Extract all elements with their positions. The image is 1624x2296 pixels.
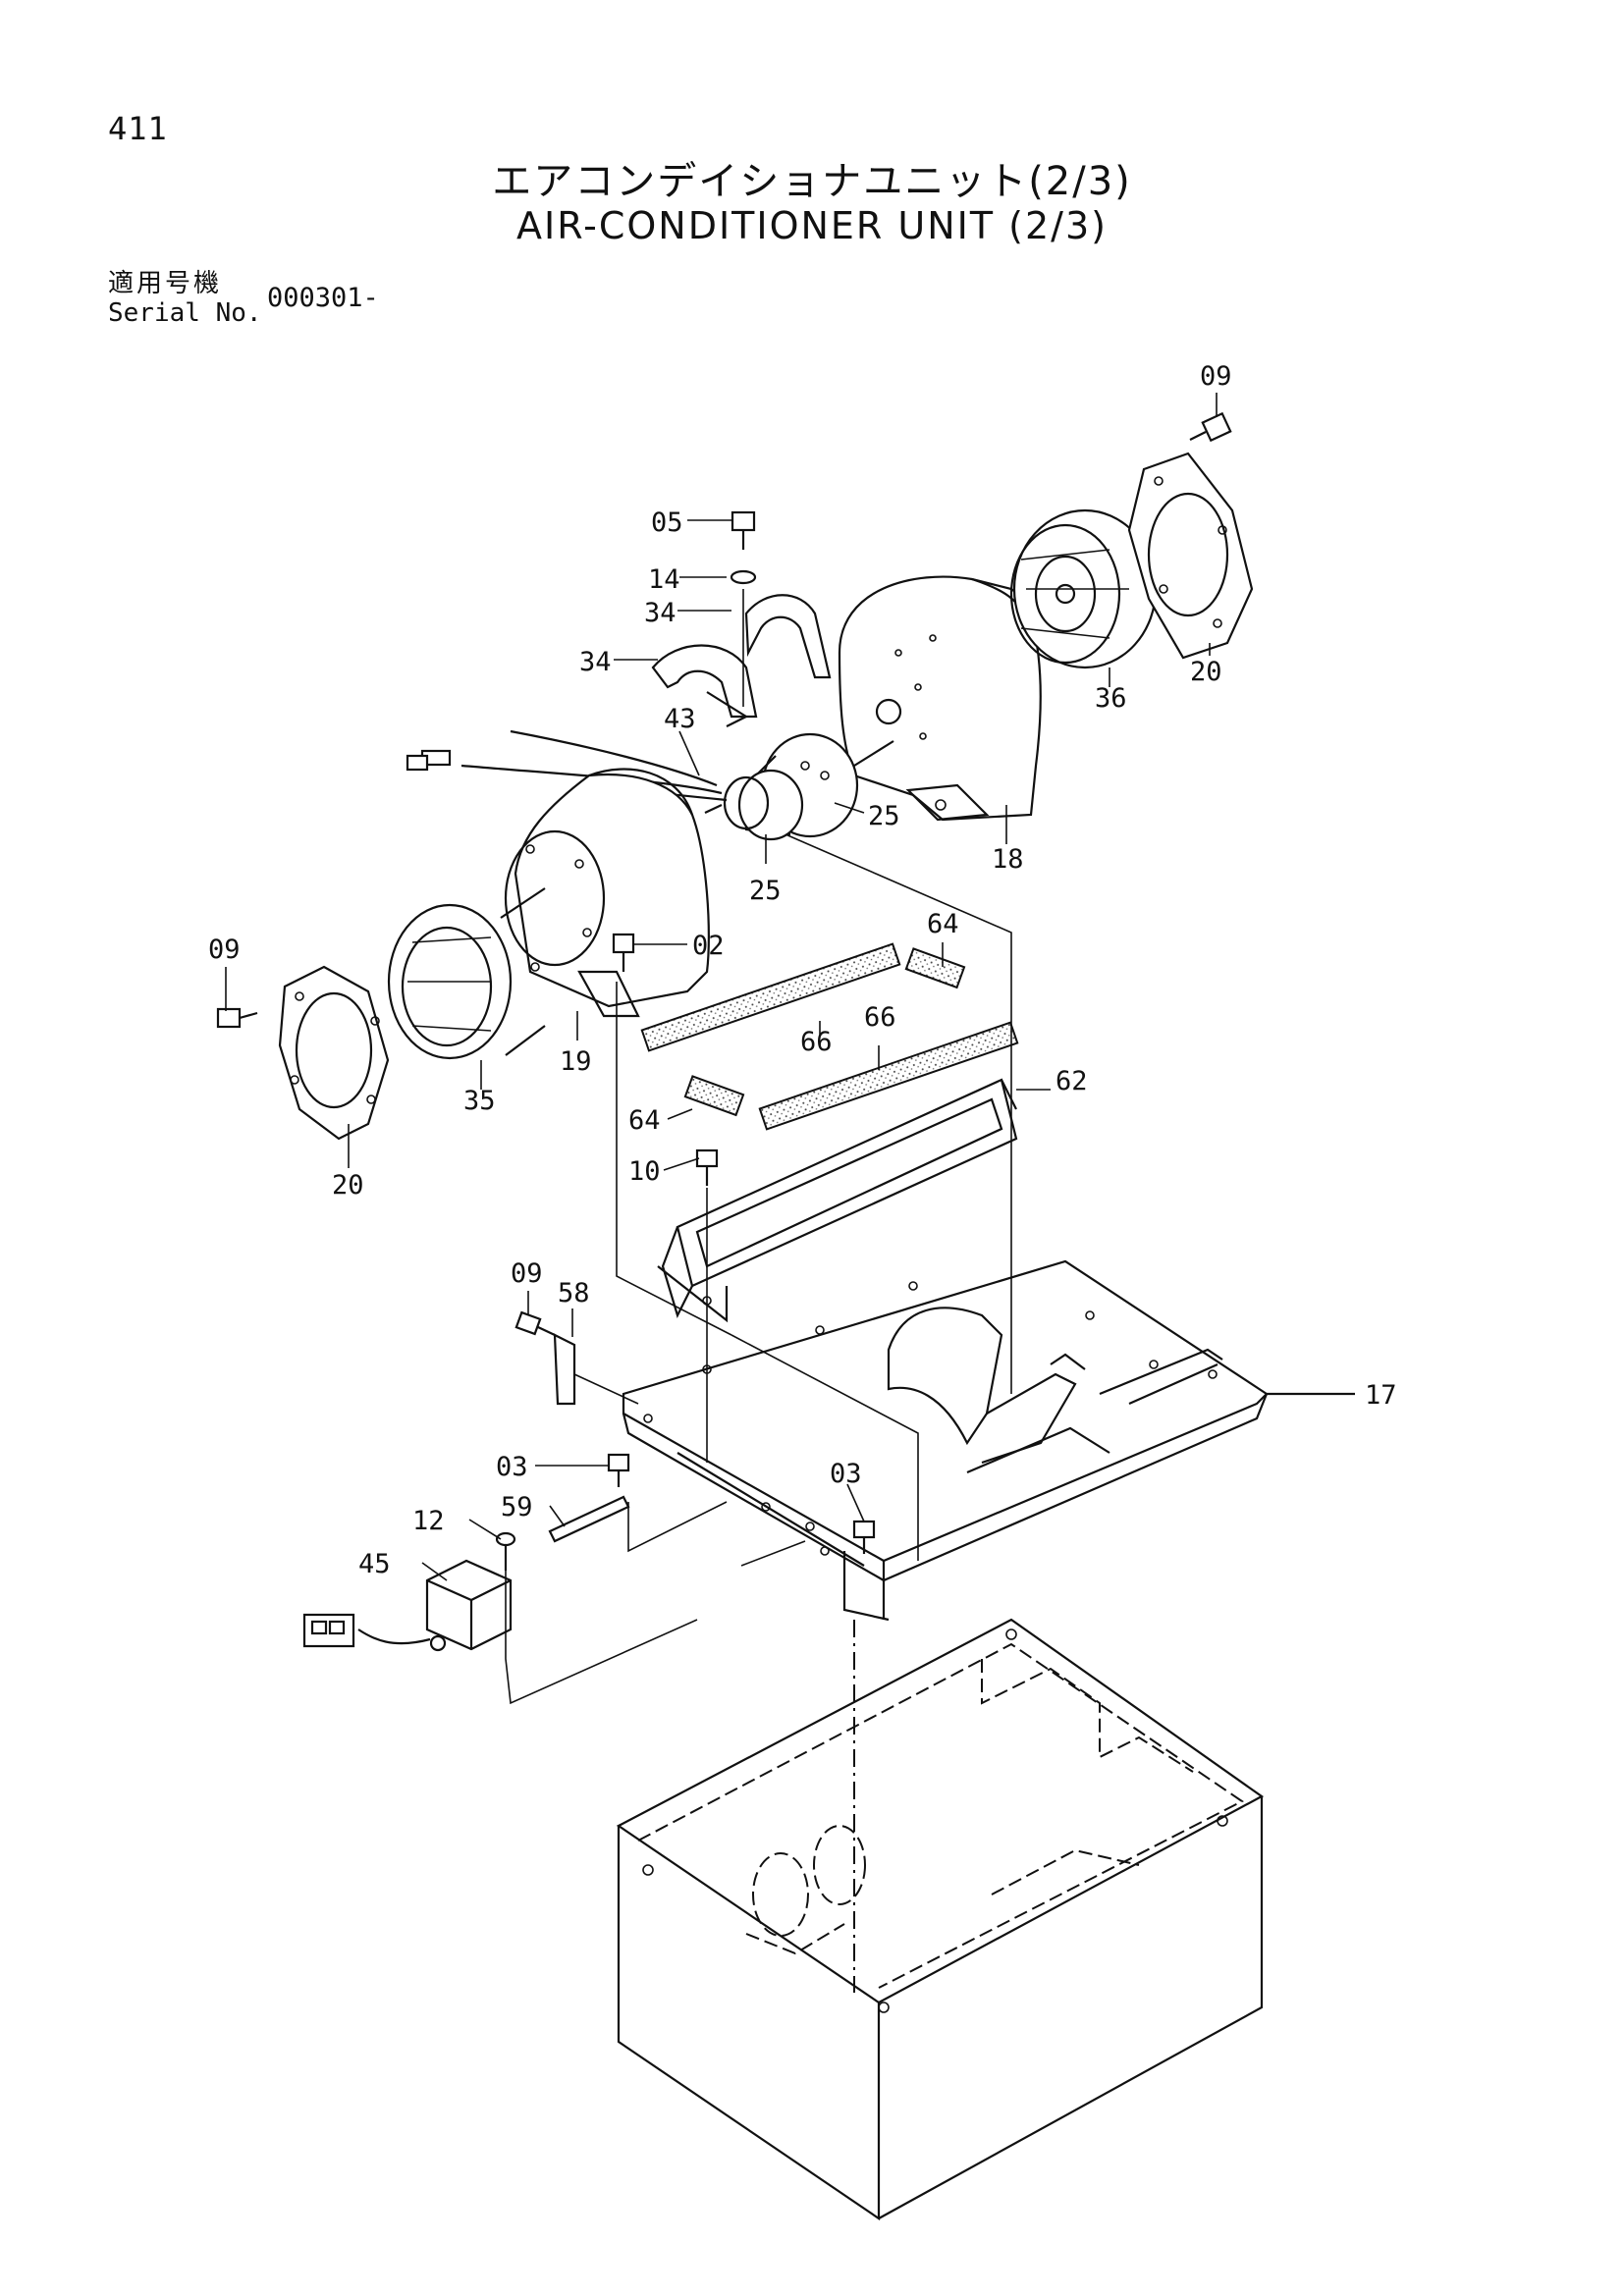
callout-02: 02 bbox=[692, 931, 725, 961]
callout-35: 35 bbox=[463, 1086, 496, 1116]
callout-34-b: 34 bbox=[579, 647, 612, 677]
right-fan-ring bbox=[1127, 452, 1254, 660]
callout-18: 18 bbox=[992, 844, 1024, 875]
callout-03-a: 03 bbox=[496, 1452, 528, 1482]
serial-label-japanese: 適用号機 bbox=[108, 269, 223, 298]
motor-clamp-upper bbox=[744, 594, 832, 679]
bolt-05-washer-14 bbox=[730, 510, 757, 585]
screw-12 bbox=[495, 1531, 516, 1571]
screw-03-a bbox=[607, 1453, 630, 1487]
motor-clamp-lower bbox=[651, 644, 758, 727]
screw-09-top bbox=[1189, 411, 1232, 443]
page-number: 411 bbox=[108, 110, 168, 147]
serial-number-range: 000301- bbox=[267, 283, 379, 313]
callout-09-mid: 09 bbox=[511, 1258, 543, 1289]
leader-lines bbox=[225, 393, 1218, 1581]
callout-17: 17 bbox=[1365, 1380, 1397, 1411]
callout-59: 59 bbox=[501, 1492, 533, 1522]
screw-09-left bbox=[216, 1007, 258, 1029]
callout-25-a: 25 bbox=[868, 801, 900, 831]
callout-34-a: 34 bbox=[644, 598, 677, 628]
left-fan-wheel bbox=[387, 887, 546, 1060]
callout-19: 19 bbox=[560, 1046, 592, 1077]
lower-housing bbox=[616, 1618, 1265, 2221]
left-blower-housing bbox=[504, 768, 710, 1018]
callout-43: 43 bbox=[664, 704, 696, 734]
duct-frame-62 bbox=[657, 1078, 1018, 1323]
serial-label-english: Serial No. bbox=[108, 298, 262, 328]
callout-20-right: 20 bbox=[1190, 657, 1222, 687]
callout-05: 05 bbox=[651, 507, 683, 538]
right-blower-housing bbox=[838, 575, 1042, 822]
callout-14: 14 bbox=[648, 564, 680, 595]
callout-45: 45 bbox=[358, 1549, 391, 1579]
callout-66-b: 66 bbox=[864, 1002, 896, 1033]
assembly-guide-lines bbox=[505, 589, 1012, 1993]
callout-58: 58 bbox=[558, 1278, 590, 1308]
callout-62: 62 bbox=[1056, 1066, 1088, 1096]
bracket-59 bbox=[548, 1495, 630, 1543]
callout-66-a: 66 bbox=[800, 1027, 833, 1057]
screw-02 bbox=[612, 933, 635, 972]
callout-36: 36 bbox=[1095, 683, 1127, 714]
bracket-58 bbox=[553, 1333, 576, 1406]
resistor-45 bbox=[302, 1559, 513, 1652]
base-plate-17 bbox=[622, 1259, 1355, 1622]
callout-12: 12 bbox=[412, 1506, 445, 1536]
screw-09-mid bbox=[514, 1310, 556, 1336]
foam-strip-64-a bbox=[904, 947, 966, 989]
callout-09-left: 09 bbox=[208, 934, 241, 965]
screw-10 bbox=[695, 1148, 719, 1186]
page-title-english: AIR-CONDITIONER UNIT (2/3) bbox=[516, 204, 1108, 247]
callout-09-top: 09 bbox=[1200, 361, 1232, 392]
callout-25-b: 25 bbox=[749, 876, 782, 906]
callout-64-b: 64 bbox=[628, 1105, 661, 1136]
foam-strip-64-b bbox=[683, 1075, 745, 1117]
callout-03-b: 03 bbox=[830, 1459, 862, 1489]
motor-assembly bbox=[704, 732, 894, 841]
callout-20-left: 20 bbox=[332, 1170, 364, 1201]
page-title-japanese: エアコンデイショナユニット(2/3) bbox=[492, 159, 1132, 204]
right-fan-wheel bbox=[1009, 508, 1158, 669]
callout-10: 10 bbox=[628, 1156, 661, 1187]
left-fan-ring bbox=[278, 965, 390, 1141]
callout-64-a: 64 bbox=[927, 909, 959, 939]
foam-strip-66-b bbox=[758, 1021, 1019, 1131]
foam-strip-66-a bbox=[640, 942, 901, 1052]
